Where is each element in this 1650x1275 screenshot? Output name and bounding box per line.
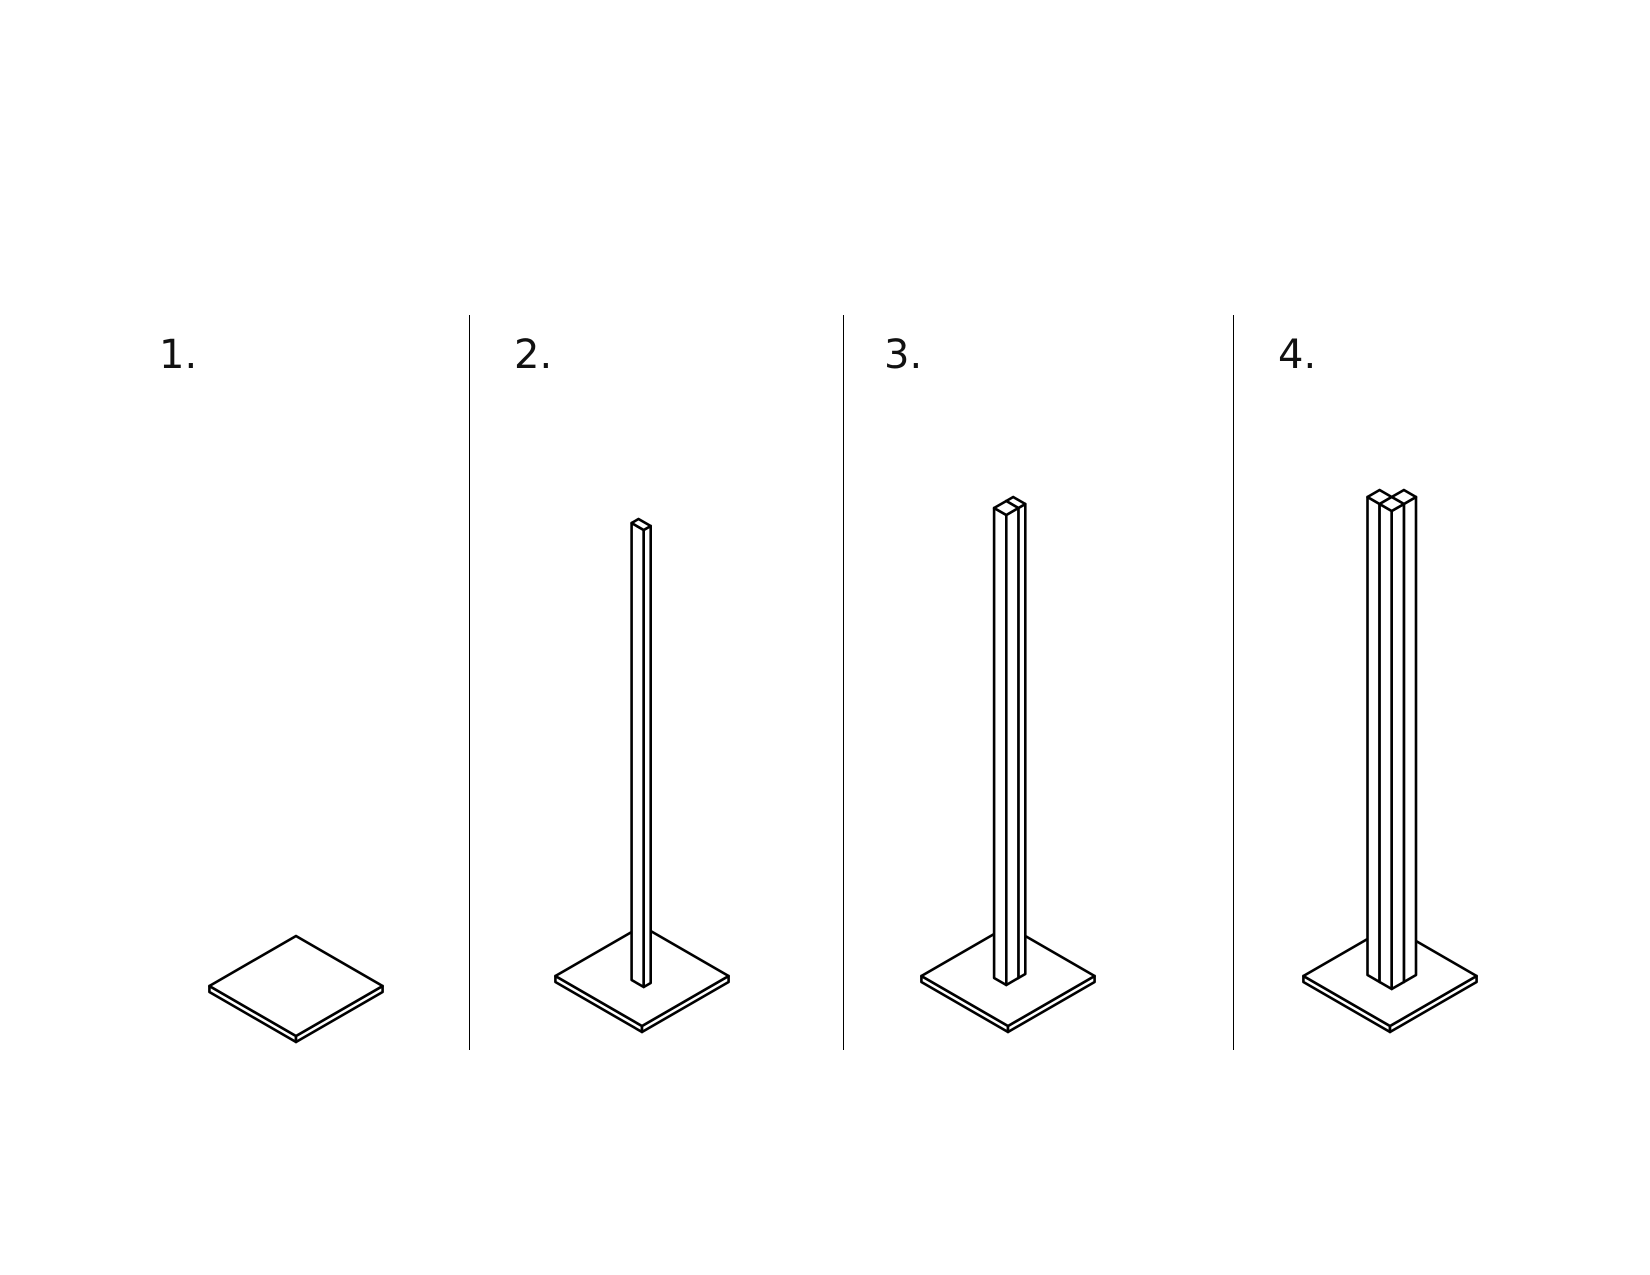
post-1-top-face <box>630 517 653 532</box>
step-1-label: 1. <box>159 332 198 378</box>
post-front-left-face <box>992 506 1008 987</box>
step-4-label: 4. <box>1278 332 1317 378</box>
post-right-left-face <box>1378 502 1393 991</box>
divider-3 <box>1233 315 1234 1050</box>
step-2-drawing <box>554 517 730 1034</box>
post-front-right-face <box>1004 506 1020 987</box>
step-2-label: 2. <box>514 332 553 378</box>
post-right-top-face <box>1378 495 1406 513</box>
post-front-top-face <box>992 499 1020 517</box>
post-1-right-face <box>642 524 653 989</box>
post-rear-right-face <box>1402 495 1418 984</box>
post-1-left-face <box>630 521 646 989</box>
step-3-label: 3. <box>884 332 923 378</box>
base-plate-top-face <box>208 934 384 1038</box>
step-1-drawing <box>208 934 384 1044</box>
divider-2 <box>843 315 844 1050</box>
post-left-left-face <box>1366 495 1381 984</box>
divider-1 <box>469 315 470 1050</box>
post-right-right-face <box>1390 502 1406 991</box>
step-4-drawing <box>1302 488 1478 1034</box>
step-3-drawing <box>920 495 1096 1034</box>
